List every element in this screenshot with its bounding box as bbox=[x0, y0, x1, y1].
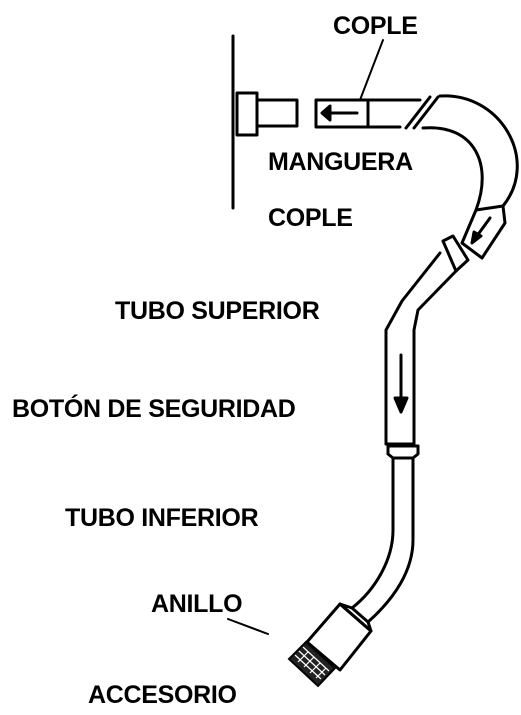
hose-inlet bbox=[235, 91, 299, 137]
label-upper-tube: TUBO SUPERIOR bbox=[115, 297, 320, 325]
upper-tube bbox=[384, 251, 459, 446]
label-safety-button: BOTÓN DE SEGURIDAD bbox=[12, 395, 296, 423]
label-coupling-mid: COPLE bbox=[268, 204, 353, 232]
label-accessory: ACCESORIO bbox=[88, 681, 237, 709]
lower-tube bbox=[350, 444, 420, 624]
leader-line-ring bbox=[227, 618, 269, 635]
hose-coupling-handle bbox=[460, 204, 507, 260]
hose-curve bbox=[421, 94, 519, 212]
label-coupling-top: COPLE bbox=[333, 12, 418, 40]
accessory bbox=[305, 602, 373, 672]
label-ring: ANILLO bbox=[151, 590, 243, 618]
leader-line-coupling-top bbox=[359, 39, 384, 101]
connector-piece bbox=[441, 234, 470, 273]
accessory-grip bbox=[287, 640, 337, 688]
hose-straight-section bbox=[366, 95, 440, 130]
label-hose: MANGUERA bbox=[268, 148, 413, 176]
label-lower-tube: TUBO INFERIOR bbox=[65, 504, 259, 532]
hose-coupling-top bbox=[314, 98, 370, 129]
